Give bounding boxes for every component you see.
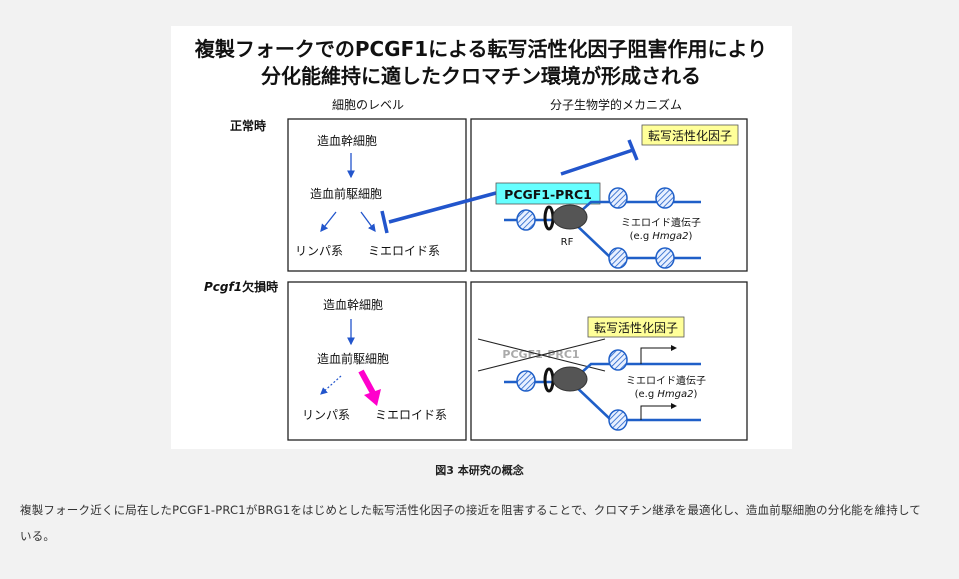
column-header-cell-level: 細胞のレベル — [332, 98, 404, 112]
transcription-arrow-upper — [640, 347, 671, 364]
inhibit-bar-activator — [627, 139, 639, 161]
nucleosome — [655, 187, 675, 209]
hsc-label: 造血幹細胞 — [317, 133, 377, 148]
replication-fork-complex — [552, 204, 588, 230]
progenitor-label: 造血前駆細胞 — [310, 186, 382, 201]
progenitor-label-mutant: 造血前駆細胞 — [317, 351, 389, 366]
transcription-arrowhead-upper — [671, 345, 677, 351]
activator-box-bottom — [587, 316, 685, 338]
inhibit-line-myeloid — [388, 191, 497, 224]
panel-normal-molecular — [470, 118, 748, 272]
myeloid-gene-label-bottom: ミエロイド遺伝子 — [626, 374, 706, 387]
replication-fork-complex-mutant — [552, 366, 588, 392]
hsc-label-mutant: 造血幹細胞 — [323, 297, 383, 312]
pcgf1-label: PCGF1-PRC1 — [504, 187, 592, 202]
nucleosome — [516, 209, 536, 231]
myeloid-label: ミエロイド系 — [368, 244, 440, 258]
nucleosome — [608, 349, 628, 371]
panel-mutant-molecular — [470, 281, 748, 441]
helicase-ring-mutant — [543, 367, 555, 393]
figure-description: 複製フォーク近くに局在したPCGF1-PRC1がBRG1をはじめとした転写活性化… — [20, 503, 922, 543]
row-label-normal: 正常時 — [230, 118, 266, 133]
helicase-ring — [543, 205, 555, 231]
figure-title-line1: 複製フォークでのPCGF1による転写活性化因子阻害作用により — [195, 37, 767, 61]
transcription-arrow-lower — [640, 405, 671, 420]
panel-normal-cell — [287, 118, 467, 272]
arrow-to-lymph — [320, 211, 337, 233]
row-label-mutant: Pcgf1欠損時 — [204, 279, 278, 294]
gene-example-top: (e.g Hmga2) — [630, 231, 693, 242]
pcgf1-box — [495, 182, 601, 205]
dotted-arrow-to-lymph — [320, 375, 342, 395]
nucleosome — [608, 409, 628, 431]
myeloid-gene-label-top: ミエロイド遺伝子 — [621, 216, 701, 229]
magenta-arrowhead — [364, 389, 381, 406]
nucleosome — [655, 247, 675, 269]
nucleosome — [608, 247, 628, 269]
activator-label-bottom: 転写活性化因子 — [594, 321, 678, 335]
cross-line-2 — [477, 338, 606, 372]
activator-label-top: 転写活性化因子 — [648, 129, 732, 143]
lymph-label-mutant: リンパ系 — [302, 408, 350, 422]
gene-example-bottom: (e.g Hmga2) — [635, 389, 698, 400]
inhibit-bar-myeloid — [380, 210, 389, 234]
lymph-label: リンパ系 — [295, 244, 343, 258]
arrow-to-myeloid — [360, 211, 376, 233]
nucleosome — [516, 370, 536, 392]
inhibit-line-activator — [560, 148, 634, 176]
nucleosome — [608, 187, 628, 209]
activator-box-top — [641, 124, 739, 146]
dna-strand-lower-bottom — [570, 381, 701, 422]
rf-label: RF — [561, 237, 574, 248]
figure-caption: 図3 本研究の概念 — [435, 464, 524, 477]
panel-mutant-cell — [287, 281, 467, 441]
magenta-arrow-to-myeloid — [358, 369, 376, 395]
column-header-molecular: 分子生物学的メカニズム — [550, 97, 682, 112]
myeloid-label-mutant: ミエロイド系 — [375, 408, 447, 422]
figure-title-line2: 分化能維持に適したクロマチン環境が形成される — [261, 64, 701, 88]
transcription-arrowhead-lower — [671, 403, 677, 409]
concept-figure: 複製フォークでのPCGF1による転写活性化因子阻害作用により 分化能維持に適した… — [171, 26, 792, 449]
